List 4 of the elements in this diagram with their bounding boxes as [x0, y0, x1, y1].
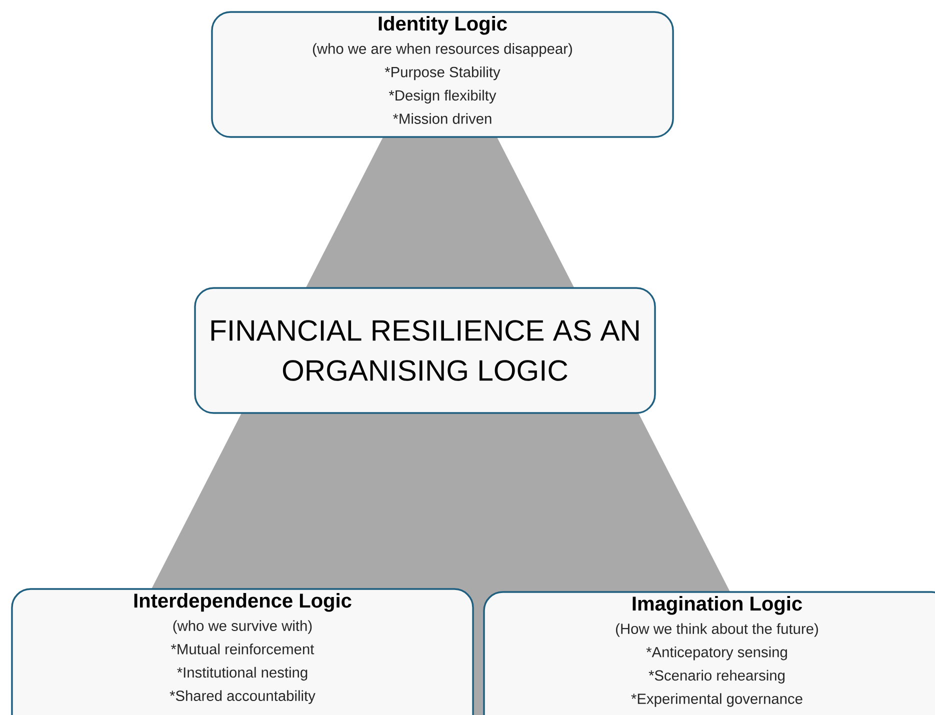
- logic-box: Interdependence Logic (who we survive with) *Mutual reinforcement *Institutional nesting *Shared accountability: [11, 588, 474, 715]
- logic-box: Imagination Logic (How we think about the future) *Anticepatory sensing *Scenario rehearsing *Experimental governance: [483, 591, 935, 715]
- title-box: FINANCIAL RESILIENCE AS AN ORGANISING LOGIC: [194, 287, 656, 414]
- logic-box: Identity Logic (who we are when resources disappear) *Purpose Stability *Design flexibilty *Mission driven: [211, 11, 674, 138]
